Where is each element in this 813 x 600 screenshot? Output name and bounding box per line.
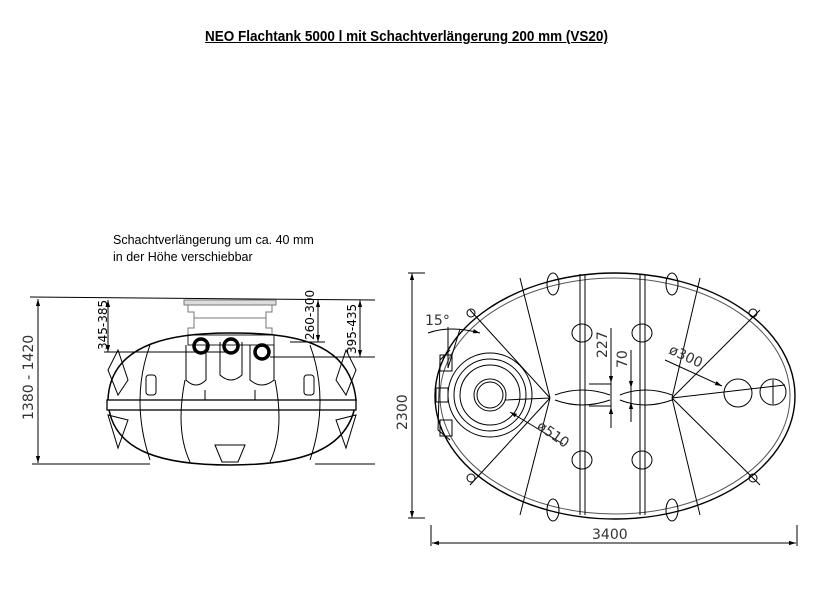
- dim-260-300: 260-300: [303, 290, 317, 340]
- plan-view: [408, 272, 798, 546]
- dim-width: 3400: [592, 527, 628, 543]
- shaft-note-line1: Schachtverlängerung um ca. 40 mm: [113, 233, 314, 247]
- tank-belt: [106, 399, 357, 411]
- tank-outline: [434, 272, 796, 520]
- shaft-extension: [183, 299, 277, 336]
- dim-dia-300: ø300: [666, 342, 705, 371]
- shaft-note-line2: in der Höhe verschiebbar: [113, 250, 253, 264]
- dim-70: 70: [615, 350, 631, 368]
- bottom-sump: [214, 444, 246, 463]
- dim-395-435: 395-435: [345, 304, 359, 354]
- pipe-sockets: [185, 337, 275, 386]
- shaft-note: Schachtverlängerung um ca. 40 mm in der …: [113, 232, 314, 266]
- shaft-opening: [435, 349, 533, 441]
- dim-345-385: 345-385: [96, 300, 110, 350]
- dim-angle: 15°: [425, 313, 450, 329]
- dim-depth: 2300: [395, 394, 411, 430]
- top-reference-line: [29, 296, 376, 301]
- dim-227: 227: [595, 331, 611, 358]
- drawing-title: NEO Flachtank 5000 l mit Schachtverlänge…: [205, 28, 608, 45]
- dim-total-height: 1380 - 1420: [21, 335, 37, 420]
- side-view: [29, 296, 376, 466]
- opening-300: [723, 378, 753, 408]
- dim-dia-510: ø510: [534, 418, 572, 451]
